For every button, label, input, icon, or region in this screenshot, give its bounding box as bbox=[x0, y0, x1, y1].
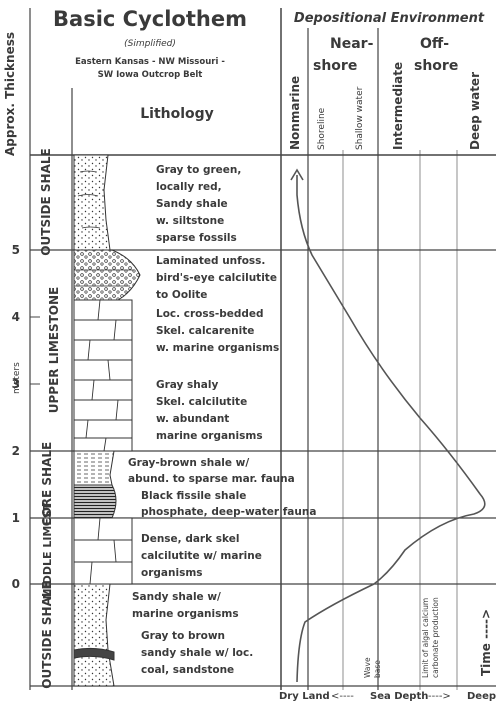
axis-sea-depth: Sea Depth bbox=[370, 691, 428, 702]
axis-dry-land: Dry Land bbox=[279, 691, 330, 702]
env-shoreline: Shoreline bbox=[317, 107, 327, 150]
svg-text:phosphate, deep-water fauna: phosphate, deep-water fauna bbox=[141, 506, 316, 518]
svg-text:organisms: organisms bbox=[141, 567, 203, 579]
axis-deep: Deep bbox=[467, 691, 496, 702]
meters-label: meters bbox=[12, 362, 22, 394]
svg-text:Gray to brown: Gray to brown bbox=[141, 630, 225, 642]
wave-base-label-1: Wave bbox=[363, 657, 372, 678]
svg-text:marine organisms: marine organisms bbox=[156, 430, 263, 442]
svg-text:w. siltstone: w. siltstone bbox=[156, 215, 224, 227]
title: Basic Cyclothem bbox=[53, 7, 247, 31]
description-upper-ls-a: Laminated unfoss. bird's-eye calcilutite… bbox=[156, 255, 277, 301]
svg-text:calcilutite w/ marine: calcilutite w/ marine bbox=[141, 550, 262, 562]
env-offshore-2: shore bbox=[414, 58, 458, 74]
region-line-2: SW Iowa Outcrop Belt bbox=[98, 70, 203, 80]
env-shallow-water: Shallow water bbox=[355, 86, 365, 150]
description-upper-ls-b: Loc. cross-bedded Skel. calcarenite w. m… bbox=[156, 308, 279, 354]
svg-text:Sandy shale: Sandy shale bbox=[156, 198, 228, 210]
svg-text:Laminated unfoss.: Laminated unfoss. bbox=[156, 255, 265, 267]
env-intermediate: Intermediate bbox=[391, 62, 405, 150]
time-label: Time ----> bbox=[479, 609, 493, 676]
depositional-environment-label: Depositional Environment bbox=[294, 11, 485, 26]
svg-text:w. abundant: w. abundant bbox=[156, 413, 229, 425]
tick-label-3: 3 bbox=[12, 377, 20, 391]
thickness-scale: 0 1 2 3 4 5 meters bbox=[12, 243, 40, 591]
lithology-label: Lithology bbox=[140, 106, 214, 122]
tick-label-2: 2 bbox=[12, 444, 20, 458]
region-line-1: Eastern Kansas - NW Missouri - bbox=[75, 57, 225, 67]
svg-text:Sandy shale w/: Sandy shale w/ bbox=[132, 591, 221, 603]
wave-base-label-2: base bbox=[373, 660, 382, 678]
description-core-b: Black fissile shale phosphate, deep-wate… bbox=[141, 490, 316, 518]
svg-text:Gray shaly: Gray shaly bbox=[156, 379, 218, 391]
unit-core-shale: CORE SHALE bbox=[40, 442, 54, 526]
env-deep-water: Deep water bbox=[468, 72, 482, 150]
svg-text:coal, sandstone: coal, sandstone bbox=[141, 664, 234, 676]
algal-limit-label-1: Limit of algal calcium bbox=[421, 598, 430, 678]
description-outside-bottom-b: Gray to brown sandy shale w/ loc. coal, … bbox=[141, 630, 253, 676]
svg-text:Gray-brown shale w/: Gray-brown shale w/ bbox=[128, 457, 249, 469]
svg-text:w. marine organisms: w. marine organisms bbox=[156, 342, 279, 354]
axis-arrow-left: <---- bbox=[331, 691, 354, 702]
svg-text:Black fissile shale: Black fissile shale bbox=[141, 490, 246, 502]
svg-text:Skel. calcilutite: Skel. calcilutite bbox=[156, 396, 247, 408]
description-core-a: Gray-brown shale w/ abund. to sparse mar… bbox=[128, 457, 295, 485]
lithology-column bbox=[73, 154, 141, 687]
unit-middle-limestone: MIDDLE LIMEST bbox=[41, 502, 54, 599]
algal-limit-label-2: carbonate production bbox=[431, 597, 440, 678]
env-offshore-1: Off- bbox=[420, 36, 449, 52]
unit-upper-limestone: UPPER LIMESTONE bbox=[47, 287, 61, 413]
axis-arrow-right: ----> bbox=[428, 691, 451, 702]
env-nearshore-2: shore bbox=[313, 58, 357, 74]
svg-text:sparse fossils: sparse fossils bbox=[156, 232, 237, 244]
tick-label-0: 0 bbox=[12, 577, 20, 591]
unit-outside-shale-top: OUTSIDE SHALE bbox=[39, 148, 53, 255]
svg-text:Loc. cross-bedded: Loc. cross-bedded bbox=[156, 308, 264, 320]
svg-text:Dense, dark skel: Dense, dark skel bbox=[141, 533, 239, 545]
svg-text:Gray to green,: Gray to green, bbox=[156, 164, 241, 176]
svg-text:Skel. calcarenite: Skel. calcarenite bbox=[156, 325, 254, 337]
svg-text:locally red,: locally red, bbox=[156, 181, 222, 193]
description-outside-bottom-a: Sandy shale w/ marine organisms bbox=[132, 591, 239, 620]
thickness-label: Approx. Thickness bbox=[3, 32, 17, 156]
description-outside-top: Gray to green, locally red, Sandy shale … bbox=[156, 164, 241, 244]
svg-text:bird's-eye calcilutite: bird's-eye calcilutite bbox=[156, 272, 277, 284]
tick-label-5: 5 bbox=[12, 243, 20, 257]
unit-outside-shale-bottom: OUTSIDE SHALE bbox=[40, 581, 54, 688]
svg-text:to Oolite: to Oolite bbox=[156, 289, 207, 301]
description-middle-ls: Dense, dark skel calcilutite w/ marine o… bbox=[141, 533, 262, 579]
env-nonmarine: Nonmarine bbox=[288, 76, 302, 150]
subtitle: (Simplified) bbox=[124, 39, 176, 49]
tick-label-1: 1 bbox=[12, 511, 20, 525]
curve-arrowhead bbox=[290, 168, 304, 181]
svg-text:abund. to sparse mar. fauna: abund. to sparse mar. fauna bbox=[128, 473, 295, 485]
svg-text:sandy shale w/ loc.: sandy shale w/ loc. bbox=[141, 647, 253, 659]
description-upper-ls-c: Gray shaly Skel. calcilutite w. abundant… bbox=[156, 379, 263, 442]
svg-text:marine organisms: marine organisms bbox=[132, 608, 239, 620]
tick-label-4: 4 bbox=[12, 310, 20, 324]
sea-depth-curve bbox=[296, 175, 486, 683]
env-nearshore-1: Near- bbox=[330, 36, 374, 52]
